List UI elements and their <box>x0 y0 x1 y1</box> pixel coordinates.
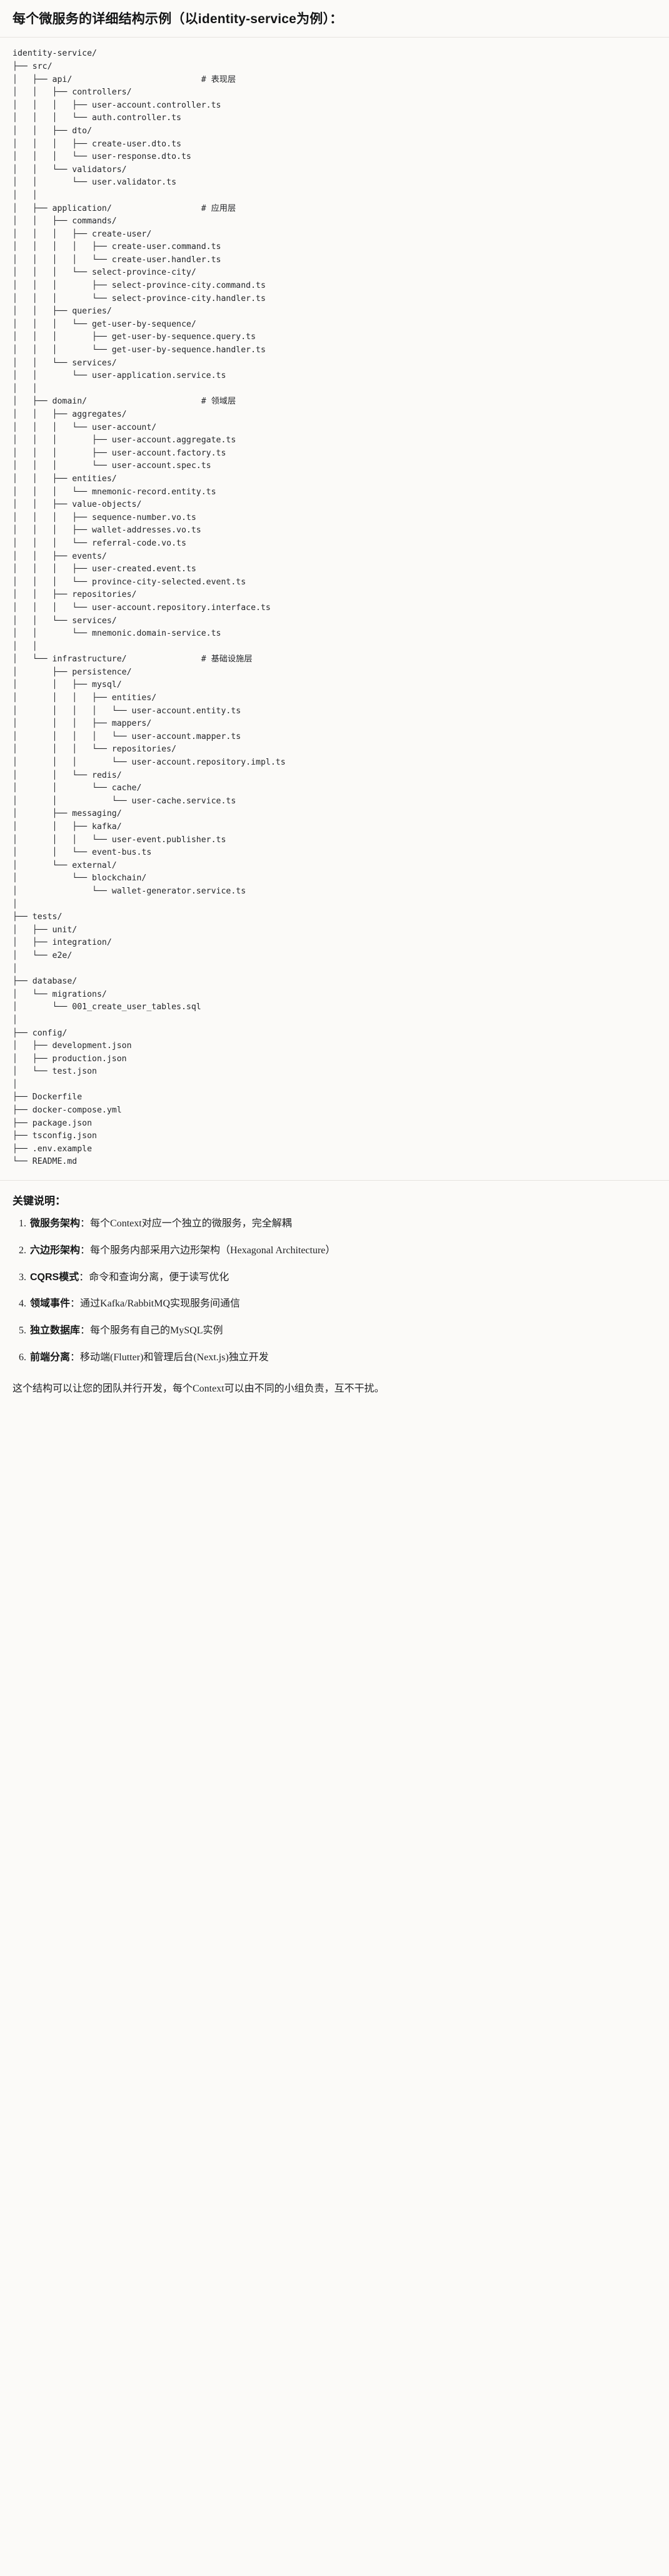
note-text: 移动端(Flutter)和管理后台(Next.js)独立开发 <box>80 1352 269 1363</box>
key-notes-heading: 关键说明： <box>13 1195 66 1208</box>
closing-paragraph: 这个结构可以让您的团队并行开发，每个Context可以由不同的小组负责，互不干扰… <box>13 1383 385 1394</box>
note-item: 前端分离：移动端(Flutter)和管理后台(Next.js)独立开发 <box>29 1350 656 1366</box>
directory-tree: identity-service/ ├── src/ │ ├── api/ # … <box>13 49 286 1167</box>
note-item: CQRS模式：命令和查询分离，便于读写优化 <box>29 1270 656 1286</box>
note-text: 命令和查询分离，便于读写优化 <box>89 1271 229 1283</box>
note-text: 每个服务有自己的MySQL实例 <box>90 1325 223 1336</box>
note-separator: ： <box>80 1245 91 1256</box>
note-separator: ： <box>80 1218 91 1229</box>
note-term: 六边形架构 <box>30 1245 81 1256</box>
note-term: CQRS模式 <box>30 1271 79 1283</box>
note-text: 通过Kafka/RabbitMQ实现服务间通信 <box>80 1298 241 1310</box>
note-item: 微服务架构：每个Context对应一个独立的微服务，完全解耦 <box>29 1216 656 1232</box>
note-text: 每个服务内部采用六边形架构（Hexagonal Architecture） <box>90 1245 336 1256</box>
note-item: 领域事件：通过Kafka/RabbitMQ实现服务间通信 <box>29 1296 656 1312</box>
note-separator: ： <box>80 1325 91 1336</box>
page-title: 每个微服务的详细结构示例（以identity-service为例）： <box>13 12 343 26</box>
note-separator: ： <box>79 1271 89 1283</box>
key-notes-list: 微服务架构：每个Context对应一个独立的微服务，完全解耦 六边形架构：每个服… <box>13 1216 656 1366</box>
note-term: 领域事件 <box>30 1298 71 1310</box>
note-item: 独立数据库：每个服务有自己的MySQL实例 <box>29 1323 656 1339</box>
key-notes-section: 关键说明： 微服务架构：每个Context对应一个独立的微服务，完全解耦 六边形… <box>0 1181 669 1413</box>
note-separator: ： <box>70 1352 81 1363</box>
notes-divider <box>0 1180 669 1181</box>
page-root: 每个微服务的详细结构示例（以identity-service为例）： ident… <box>0 0 669 1413</box>
note-separator: ： <box>70 1298 81 1310</box>
note-term: 微服务架构 <box>30 1218 81 1229</box>
note-term: 独立数据库 <box>30 1325 81 1336</box>
note-text: 每个Context对应一个独立的微服务，完全解耦 <box>90 1218 292 1229</box>
title-divider <box>0 37 669 38</box>
directory-tree-block: identity-service/ ├── src/ │ ├── api/ # … <box>0 38 669 1181</box>
note-term: 前端分离 <box>30 1352 71 1363</box>
note-item: 六边形架构：每个服务内部采用六边形架构（Hexagonal Architectu… <box>29 1243 656 1259</box>
